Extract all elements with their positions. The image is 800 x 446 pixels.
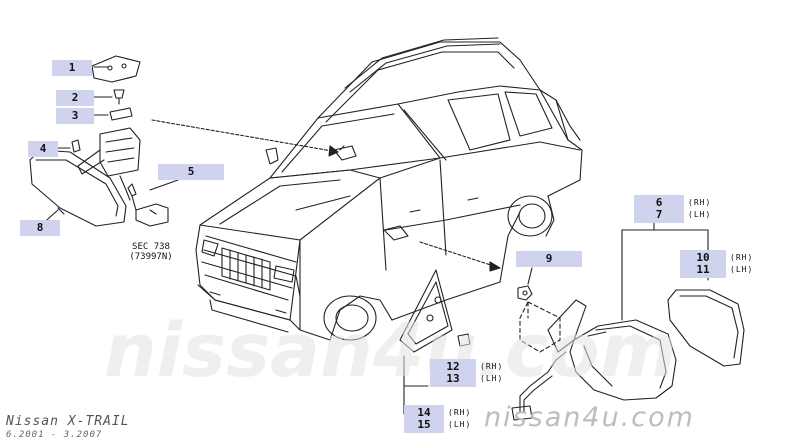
part-label-3[interactable]: 3 bbox=[56, 108, 94, 124]
section-reference[interactable]: SEC 738 (73997N) bbox=[118, 242, 184, 262]
part-label-5[interactable]: 5 bbox=[158, 164, 224, 180]
part-10-11-mirror-glass bbox=[667, 289, 745, 367]
part-label-7[interactable]: 7 bbox=[634, 207, 684, 223]
part-12-13-corner-cover bbox=[399, 269, 453, 353]
part-label-11[interactable]: 11 bbox=[680, 262, 726, 278]
side-label-6-rh: (RH) bbox=[688, 198, 712, 207]
vehicle-drawing bbox=[195, 37, 583, 341]
part-label-1[interactable]: 1 bbox=[52, 60, 92, 76]
side-label-13-lh: (LH) bbox=[480, 374, 504, 383]
arrow-to-inner-mirror bbox=[151, 119, 339, 153]
part-label-8[interactable]: 8 bbox=[20, 220, 60, 236]
part-4-pin bbox=[71, 139, 81, 153]
side-label-15-lh: (LH) bbox=[448, 420, 472, 429]
side-label-10-rh: (RH) bbox=[730, 253, 754, 262]
part-9-nut bbox=[517, 285, 533, 301]
inner-mirror-location bbox=[333, 145, 357, 161]
section-ref-line2: (73997N) bbox=[129, 252, 173, 262]
part-2-screw bbox=[113, 89, 125, 105]
part-label-4[interactable]: 4 bbox=[28, 141, 58, 157]
site-logo: nissan4u.com bbox=[484, 402, 695, 433]
footer-production-years: 6.2001 - 3.2007 bbox=[6, 430, 103, 440]
part-label-15[interactable]: 15 bbox=[404, 417, 444, 433]
section-ref-line1: SEC 738 bbox=[132, 242, 170, 252]
part-3-clip bbox=[109, 107, 133, 121]
arrow-to-outer-mirror bbox=[419, 241, 501, 269]
footer-model-name: Nissan X-TRAIL bbox=[6, 414, 130, 429]
part-6-7-door-mirror bbox=[547, 299, 677, 401]
side-label-11-lh: (LH) bbox=[730, 265, 754, 274]
part-label-2[interactable]: 2 bbox=[56, 90, 94, 106]
side-label-7-lh: (LH) bbox=[688, 210, 712, 219]
mirror-harness bbox=[511, 371, 553, 421]
part-5-connector bbox=[127, 183, 169, 227]
side-label-12-rh: (RH) bbox=[480, 362, 504, 371]
side-label-14-rh: (RH) bbox=[448, 408, 472, 417]
part-1-cover bbox=[91, 55, 141, 83]
part-label-9[interactable]: 9 bbox=[516, 251, 582, 267]
part-label-13[interactable]: 13 bbox=[430, 371, 476, 387]
part-8-inner-mirror bbox=[29, 149, 127, 227]
